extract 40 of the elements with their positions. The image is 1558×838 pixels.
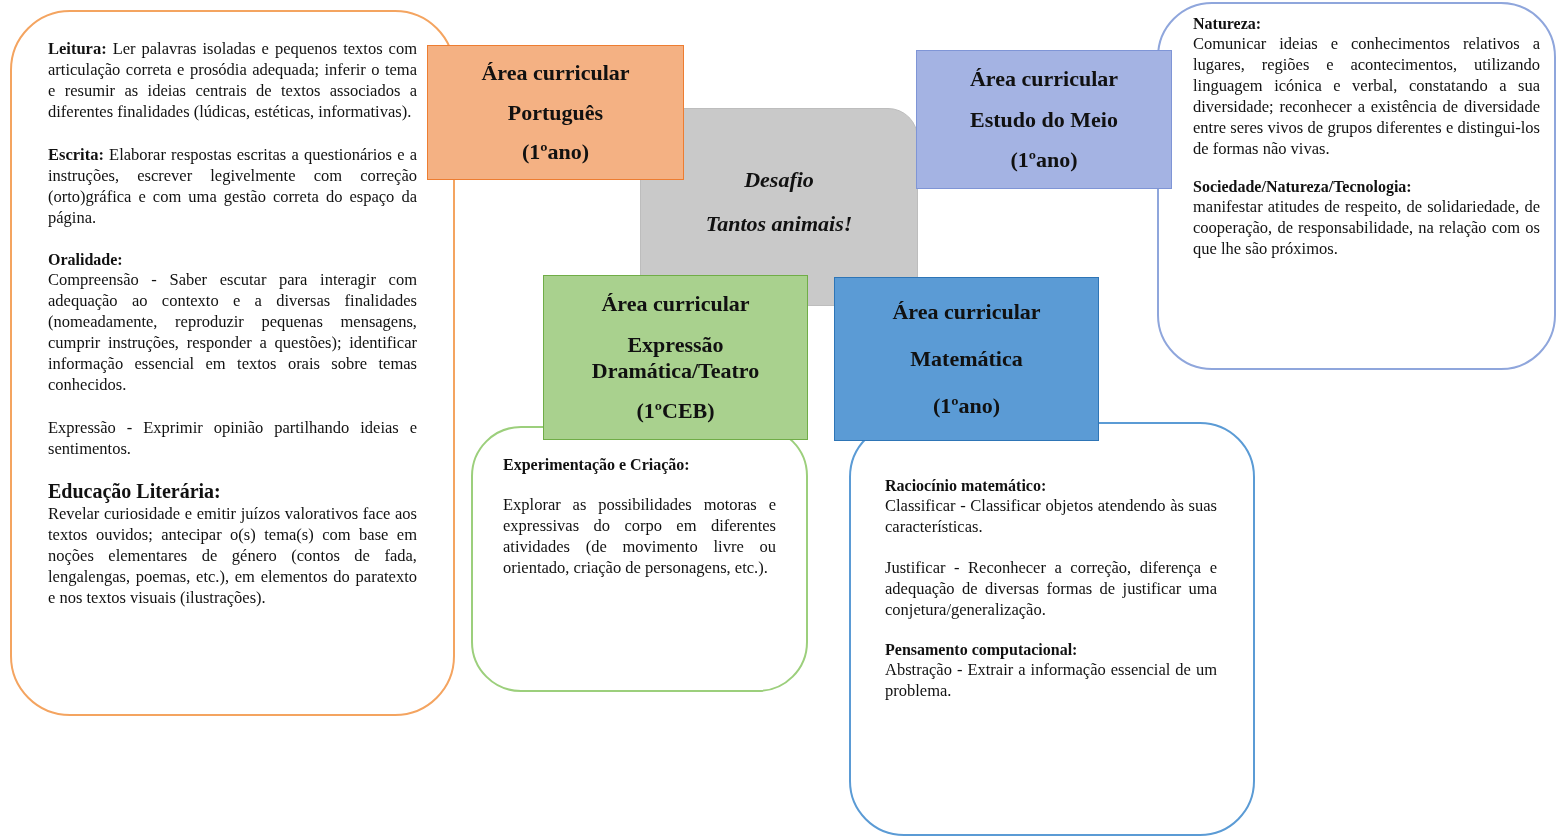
header-text: Área curricular [892,299,1041,325]
paragraph-text: Revelar curiosidade e emitir juízos valorativos face aos textos ouvidos; antecipar o(s) tema(s) com base em noções elementares de género (contos de fada, lengalengas, poemas, etc.), em elementos do paratexto e nos textos visuais (ilustrações). [48,503,417,608]
header-text: Expressão Dramática/Teatro [590,331,761,384]
section-heading: Sociedade/Natureza/Tecnologia: [1193,177,1413,196]
header-text: Matemática [910,346,1023,372]
title-text: Desafio [744,167,814,193]
section-heading: Oralidade: [48,250,124,269]
paragraph-text: Comunicar ideias e conhecimentos relativos a lugares, regiões e acontecimentos, utilizando linguagem icónica e verbal, constatando a sua diversidade; reconhecer a existência de diversidade entre seres vivos de grupos diferentes e distingui-los de formas não vivas. [1193,33,1540,159]
header-text: (1ºano) [521,139,590,166]
paragraph-text: Explorar as possibilidades motoras e expressivas do corpo em diferentes atividades (de movimento livre ou orientado, criação de personagens, etc.). [503,494,776,578]
paragraph-text: Classificar - Classificar objetos atendendo às suas características. [885,495,1217,537]
content-card [10,10,455,716]
header-text: Português [507,99,604,126]
title-text: Tantos animais! [705,211,853,237]
header-text: (1ºano) [932,393,1001,419]
section-heading: Raciocínio matemático: [885,476,1048,495]
header-text: Estudo do Meio [970,106,1118,133]
subject-header-box [427,45,684,180]
section-heading: Educação Literária: [48,479,222,503]
section-heading: Pensamento computacional: [885,640,1079,659]
header-text: Área curricular [481,59,630,86]
header-text: (1ºano) [1010,147,1078,174]
section-heading: Natureza: [1193,14,1263,33]
paragraph-text: Leitura: Ler palavras isoladas e pequenos textos com articulação correta e prosódia adequada; inferir o tema e resumir as ideias centrais de textos associados a diferentes finalidades (lúdicas, estéticas, informativas). [48,38,417,122]
subject-header-box [834,277,1099,441]
header-text: (1ºCEB) [636,398,715,425]
paragraph-text: Expressão - Exprimir opinião partilhando ideias e sentimentos. [48,417,417,459]
paragraph-text: Escrita: Elaborar respostas escritas a questionários e a instruções, escrever legivelmente com correção (orto)gráfica e com uma gestão correta do espaço da página. [48,144,417,228]
content-card [1157,2,1556,370]
subject-header-box [916,50,1172,189]
content-card [471,426,808,692]
subject-header-box [543,275,808,440]
paragraph-text: Abstração - Extrair a informação essencial de um problema. [885,659,1217,701]
section-heading: Experimentação e Criação: [503,455,691,474]
paragraph-text: manifestar atitudes de respeito, de solidariedade, de cooperação, de responsabilidade, na relação com os que lhe são próximos. [1193,196,1540,259]
content-card [849,422,1255,836]
header-text: Área curricular [601,290,750,317]
paragraph-text: Justificar - Reconhecer a correção, diferença e adequação de diversas formas de justificar uma conjetura/generalização. [885,557,1217,620]
paragraph-text: Compreensão - Saber escutar para interagir com adequação ao contexto e a diversas finalidades (nomeadamente, reproduzir pequenas mensagens, cumprir instruções, responder a questões); identificar informação essencial em textos orais sobre temas conhecidos. [48,269,417,395]
header-text: Área curricular [969,65,1118,92]
